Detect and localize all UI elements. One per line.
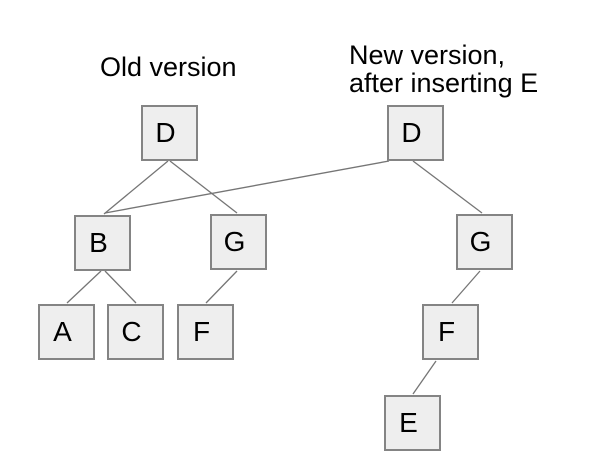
edge-d-old-to-g-old	[169, 160, 238, 214]
node-d-new: D	[387, 105, 444, 161]
node-f-new: F	[422, 304, 479, 360]
node-label: F	[192, 316, 211, 347]
old-version-title: Old version	[100, 52, 237, 82]
node-label: B	[89, 227, 108, 258]
node-label: D	[155, 117, 176, 148]
node-label: D	[401, 117, 422, 148]
node-label: F	[437, 316, 456, 347]
node-g-new: G	[456, 214, 513, 270]
node-c: C	[107, 304, 164, 360]
node-label: G	[469, 226, 492, 257]
node-a: A	[38, 304, 95, 360]
new-version-title: New version, after inserting E	[349, 40, 539, 98]
edge-b-to-a	[66, 270, 102, 304]
edge-d-new-to-g-new	[412, 160, 483, 214]
node-label: C	[121, 316, 142, 347]
edge-f-new-to-e	[412, 360, 437, 395]
node-b: B	[74, 215, 131, 271]
node-label: E	[399, 407, 418, 438]
node-g-old: G	[210, 214, 267, 270]
node-label: G	[223, 226, 246, 257]
node-f-old: F	[177, 304, 234, 360]
edge-g-old-to-f-old	[205, 270, 238, 304]
node-label: A	[53, 316, 72, 347]
edge-g-new-to-f-new	[451, 270, 481, 304]
edge-d-new-to-b	[104, 160, 390, 214]
node-e: E	[384, 395, 441, 451]
node-d-old: D	[141, 105, 198, 161]
edge-d-old-to-b	[103, 160, 169, 215]
edge-b-to-c	[104, 270, 137, 304]
